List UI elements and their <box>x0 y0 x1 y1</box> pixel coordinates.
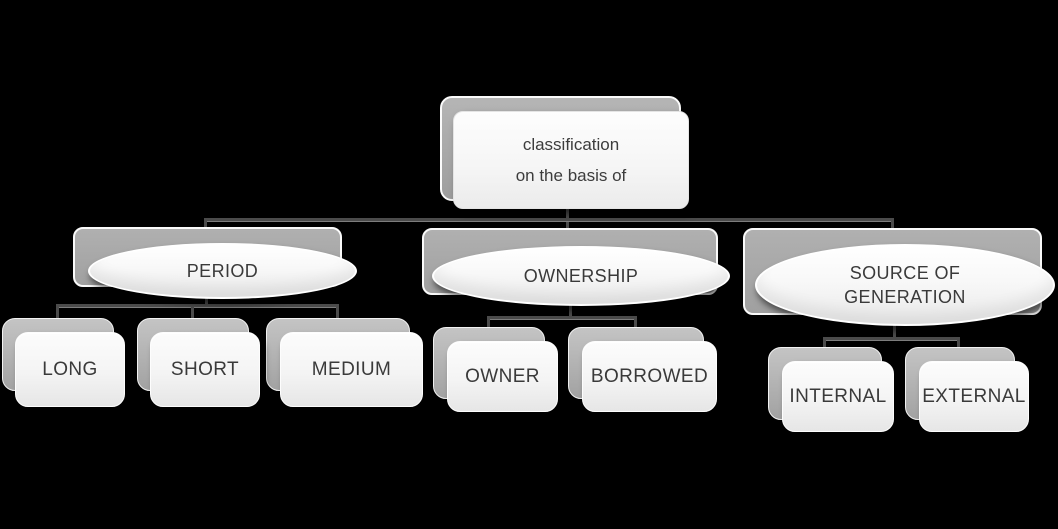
root-node-label-line2: on the basis of <box>515 166 627 185</box>
leaf-borrowed-label: BORROWED <box>590 365 709 387</box>
root-node: classification on the basis of <box>453 111 689 209</box>
leaf-external-node: EXTERNAL <box>919 361 1029 432</box>
connector-tier1-horizontal <box>204 218 894 222</box>
connector-ownership-horizontal <box>487 316 637 320</box>
root-node-label-line1: classification <box>522 135 620 154</box>
connector-drop-owner <box>487 316 490 330</box>
branch-period-node: PERIOD <box>88 243 357 299</box>
connector-period-stem <box>205 292 208 306</box>
leaf-owner-label: OWNER <box>465 365 540 387</box>
branch-source-label-line2: GENERATION <box>844 287 966 307</box>
branch-ownership-label: OWNERSHIP <box>523 266 639 286</box>
leaf-internal-label: INTERNAL <box>789 385 887 407</box>
leaf-owner-node: OWNER <box>447 341 558 412</box>
leaf-short-label: SHORT <box>170 358 240 380</box>
leaf-internal-node: INTERNAL <box>782 361 894 432</box>
connector-source-stem <box>893 320 896 339</box>
branch-ownership-node: OWNERSHIP <box>432 246 730 306</box>
connector-source-horizontal <box>823 337 960 341</box>
leaf-medium-node: MEDIUM <box>280 332 423 407</box>
connector-ownership-stem <box>569 300 572 318</box>
leaf-short-node: SHORT <box>150 332 260 407</box>
branch-source-label-line1: SOURCE OF <box>849 263 961 283</box>
leaf-long-label: LONG <box>42 358 98 380</box>
connector-drop-borrowed <box>634 316 637 330</box>
connector-drop-source <box>891 218 894 231</box>
connector-drop-medium <box>336 304 339 321</box>
connector-drop-short <box>191 304 194 321</box>
connector-drop-internal <box>823 337 826 350</box>
connector-drop-long <box>56 304 59 321</box>
leaf-long-node: LONG <box>15 332 125 407</box>
leaf-external-label: EXTERNAL <box>922 385 1026 407</box>
connector-period-horizontal <box>56 304 339 308</box>
branch-period-label: PERIOD <box>186 261 259 281</box>
branch-source-node: SOURCE OF GENERATION <box>755 244 1055 326</box>
leaf-borrowed-node: BORROWED <box>582 341 717 412</box>
connector-drop-external <box>957 337 960 350</box>
leaf-medium-label: MEDIUM <box>311 358 392 380</box>
connector-drop-period <box>204 218 207 230</box>
